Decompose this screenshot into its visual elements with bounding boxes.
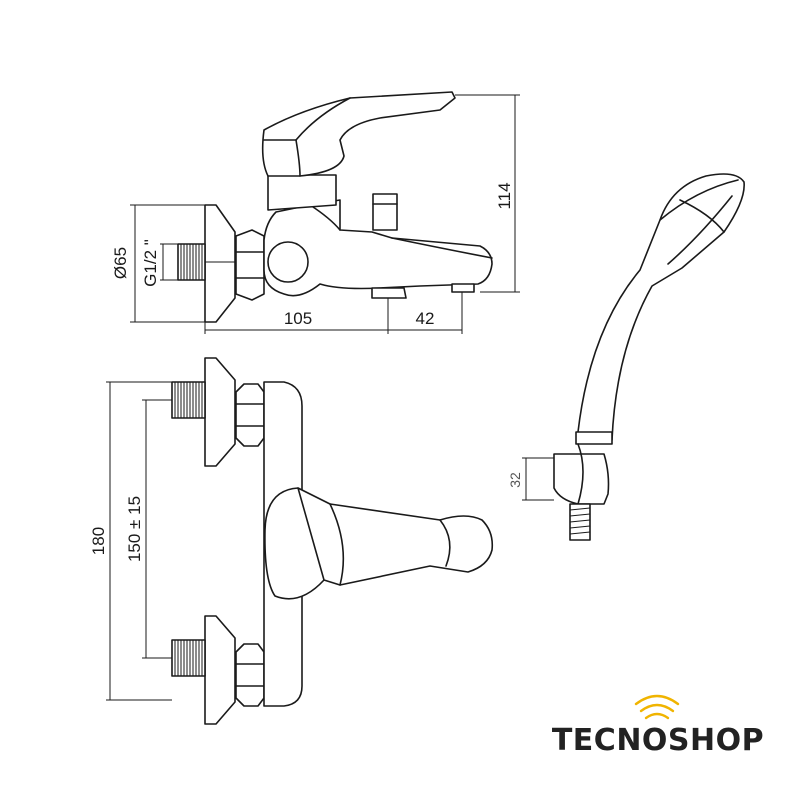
hand-shower: [522, 173, 745, 541]
flange-diameter-label: Ø65: [111, 247, 130, 279]
hex-nut: [235, 229, 265, 301]
holder-height-label: 32: [507, 472, 523, 488]
front-lever: [297, 487, 494, 586]
bottom-hex-nut: [235, 643, 265, 707]
spout-offset-label: 42: [416, 309, 435, 328]
thread-connector: [177, 243, 206, 281]
top-thread-connector: [171, 381, 206, 419]
bottom-flange: [204, 615, 236, 725]
tecnoshop-logo: TECNOSHOP: [552, 694, 764, 758]
thread-size-label: G1/2 ": [141, 239, 160, 287]
diverter-knob: [372, 193, 398, 231]
bottom-diverter: [371, 287, 407, 299]
wall-flange: [204, 204, 236, 323]
lever-handle: [261, 91, 456, 177]
depth-dimension-label: 105: [284, 309, 312, 328]
total-width-label: 180: [89, 527, 108, 555]
bottom-thread-connector: [171, 639, 206, 677]
connection-spacing-label: 150 ± 15: [125, 496, 144, 562]
top-flange: [204, 357, 236, 467]
spout-outlet: [451, 283, 475, 293]
shower-handle-end: [575, 431, 613, 445]
cartridge-column: [267, 174, 337, 211]
side-view-mixer: [130, 91, 520, 334]
brand-name: TECNOSHOP: [552, 723, 764, 758]
thread-lines: [180, 244, 203, 280]
shower-holder: [553, 453, 610, 505]
top-hex-nut: [235, 383, 265, 447]
front-view-mixer: [106, 357, 494, 725]
height-dimension-label: 114: [495, 182, 514, 209]
shower-head-body: [577, 173, 745, 441]
wifi-signal-icon: [634, 694, 680, 720]
